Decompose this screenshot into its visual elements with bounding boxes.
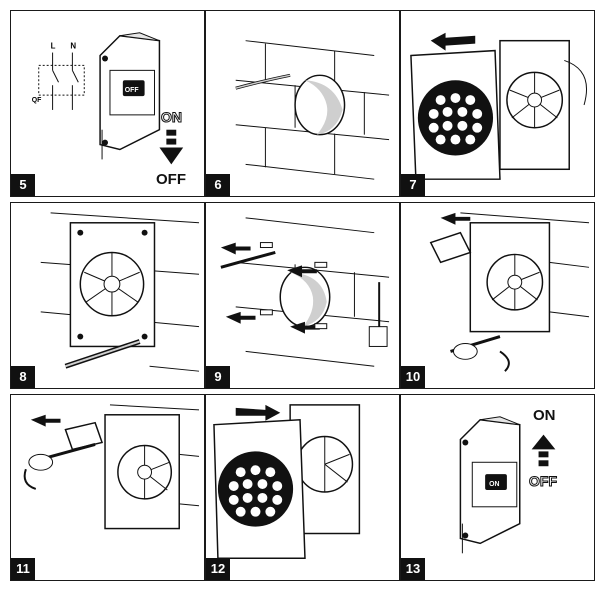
panel-step-11: 11 (10, 394, 205, 581)
label-qf: QF (32, 97, 42, 104)
remove-front-cover-illustration (410, 32, 588, 180)
wall-hole-illustration (235, 40, 390, 180)
panel-step-12: 12 (205, 394, 400, 581)
step-number: 5 (11, 174, 35, 196)
fan-base-on-wall-illustration (40, 212, 200, 372)
drill-and-plug-illustration (220, 217, 390, 367)
isolator-switch-off-illustration: L N QF OFF (32, 32, 184, 165)
terminal-cover-refit-illustration (23, 404, 200, 530)
step-number: 6 (206, 174, 230, 196)
panel-step-5: L N QF OFF ON OFF 5 (10, 10, 205, 197)
panel-step-7: 7 (400, 10, 595, 197)
label-n: N (70, 42, 76, 51)
switch-off-text: OFF (125, 87, 139, 94)
isolator-switch-on-illustration: ON (459, 416, 556, 554)
label-l: L (51, 42, 56, 51)
switch-on-text: ON (489, 481, 499, 488)
off-label: OFF (156, 171, 186, 188)
off-label: OFF (529, 473, 558, 490)
step-number: 11 (11, 558, 35, 580)
step-number: 9 (206, 366, 230, 388)
panel-step-8: 8 (10, 202, 205, 389)
step-number: 8 (11, 366, 35, 388)
on-label: ON (161, 109, 183, 126)
on-label: ON (533, 407, 556, 424)
panel-step-6: 6 (205, 10, 400, 197)
step-number: 10 (401, 366, 425, 388)
panel-step-10: 10 (400, 202, 595, 389)
panel-step-13: ON ON OFF 13 (400, 394, 595, 581)
step-number: 12 (206, 558, 230, 580)
panel-step-9: 9 (205, 202, 400, 389)
step-number: 13 (401, 558, 425, 580)
refit-front-cover-illustration (213, 404, 361, 559)
step-number: 7 (401, 174, 425, 196)
terminal-cover-removal-illustration (429, 212, 590, 372)
